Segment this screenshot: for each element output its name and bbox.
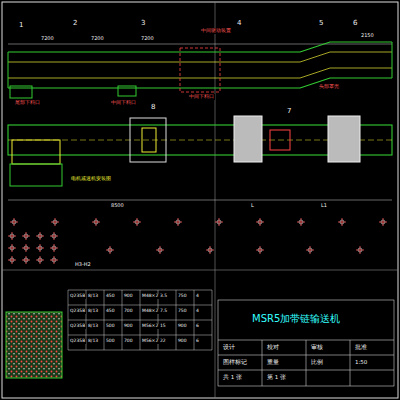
table-cell: Q235B (69, 339, 86, 344)
table-cell: 6 (195, 339, 200, 344)
table-cell: 22 (159, 339, 167, 344)
callout-number: 4 (236, 20, 242, 28)
table-cell: 900 (123, 324, 134, 329)
drawing-note: 中间下料口 (188, 94, 215, 100)
drawing-note: 7200 (90, 36, 105, 42)
drawing-note: H3-H2 (74, 262, 92, 268)
table-cell: 15 (159, 324, 167, 329)
drawing-note: 第 1 张 (266, 374, 287, 380)
table-cell: 8/13 (87, 309, 99, 314)
table-cell: 450 (105, 294, 116, 299)
table-cell: 500 (105, 324, 116, 329)
crosshair (2, 270, 398, 271)
callout-number: 8 (150, 104, 156, 112)
table-cell: 900 (123, 294, 134, 299)
table-cell: 900 (177, 324, 188, 329)
drawing-note: 共 1 张 (222, 374, 243, 380)
table-cell: 8/13 (87, 294, 99, 299)
parameter-table (68, 290, 212, 350)
table-cell: 3.5 (159, 294, 168, 299)
drawing-note: 电机减速机安装图 (70, 176, 112, 182)
drawing-note: 校对 (266, 344, 280, 350)
drawing-note: L1 (320, 203, 328, 209)
drawing-note: 1:50 (354, 359, 368, 365)
drawing-note: 比例 (310, 359, 324, 365)
table-cell: 700 (123, 309, 134, 314)
drawing-note: 设计 (222, 344, 236, 350)
drawing-note: 2150 (360, 33, 375, 39)
table-cell: 8/13 (87, 339, 99, 344)
plan-view (8, 116, 392, 186)
table-cell: M48×2 (141, 309, 159, 314)
drawing-note: 尾部下料口 (14, 100, 41, 106)
table-cell: Q235B (69, 294, 86, 299)
drawing-title: MSR5加带链输送机 (250, 312, 342, 326)
drawing-note: 图样标记 (222, 359, 248, 365)
drawing-note: 7200 (140, 36, 155, 42)
drawing-note: 中间驱动装置 (200, 28, 232, 34)
table-cell: M56×2 (141, 324, 159, 329)
table-cell: 750 (177, 309, 188, 314)
drawing-note: 批准 (354, 344, 368, 350)
callout-number: 5 (318, 20, 324, 28)
drawing-note: 7200 (40, 36, 55, 42)
table-cell: Q235B (69, 324, 86, 329)
table-cell: 750 (177, 294, 188, 299)
elevation-view (8, 42, 392, 98)
drawing-note: 头部罩壳 (318, 84, 340, 90)
table-cell: Q235B (69, 309, 86, 314)
table-cell: M48×2 (141, 294, 159, 299)
callout-number: 1 (18, 22, 24, 30)
table-cell: 4 (195, 294, 200, 299)
concrete-section (6, 312, 62, 378)
title-block (218, 300, 394, 386)
callout-number: 3 (140, 20, 146, 28)
foundation-bolts (8, 218, 387, 264)
drawing-note: 重量 (266, 359, 280, 365)
table-cell: 4 (195, 309, 200, 314)
drawing-note: L (250, 203, 255, 209)
callout-number: 7 (286, 108, 292, 116)
drawing-note: 8500 (110, 203, 125, 209)
drawing-note: 中间下料口 (110, 100, 137, 106)
dimension-line (8, 200, 392, 201)
drawing-note: 审核 (310, 344, 324, 350)
table-cell: 6 (195, 324, 200, 329)
table-cell: 8/13 (87, 324, 99, 329)
table-cell: 500 (105, 339, 116, 344)
table-cell: 7.5 (159, 309, 168, 314)
table-cell: 700 (123, 339, 134, 344)
callout-number: 6 (352, 20, 358, 28)
table-cell: 900 (177, 339, 188, 344)
table-cell: 450 (105, 309, 116, 314)
table-cell: M56×2 (141, 339, 159, 344)
callout-number: 2 (72, 20, 78, 28)
